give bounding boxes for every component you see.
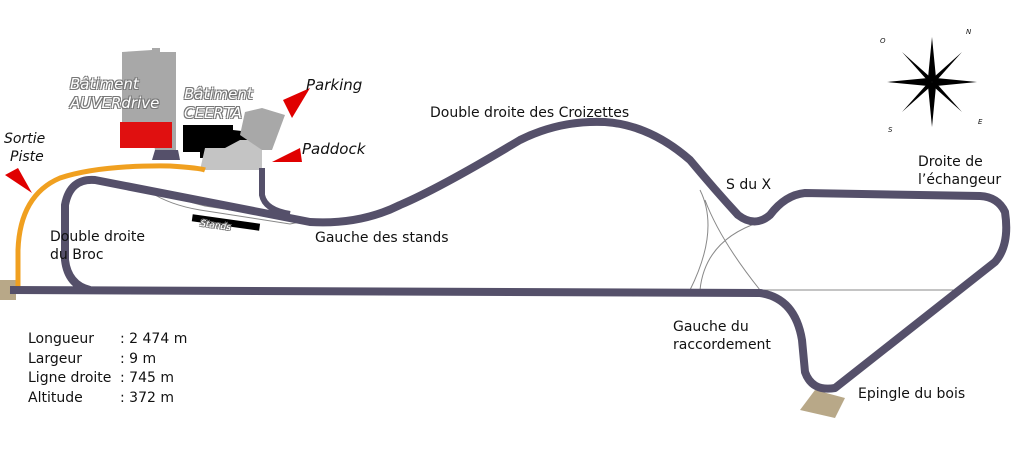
compass-south: S <box>888 126 893 134</box>
label-line: Sortie <box>4 131 46 147</box>
label-line: du Broc <box>50 247 104 263</box>
info-key: Altitude <box>28 389 83 406</box>
runoff-lane <box>15 163 206 290</box>
parking-area <box>240 108 285 150</box>
label-double-droite-croizettes: Double droite des Croizettes <box>430 105 630 121</box>
gravel-trap-epingle <box>800 390 845 418</box>
label-parking: Parking <box>306 76 363 94</box>
service-roads <box>689 189 761 291</box>
label-line: Double droite <box>50 229 145 245</box>
info-key: Largeur <box>28 350 83 367</box>
info-key: Longueur <box>28 331 94 347</box>
race-track <box>9 117 1011 393</box>
building-auverdrive <box>120 122 172 148</box>
compass-north: N <box>966 28 972 36</box>
building-access <box>152 150 180 160</box>
info-row-longueur: Longueur : 2 474 m <box>28 330 187 350</box>
paddock-area <box>200 140 262 170</box>
label-gauche-du-raccordement: Gauche du raccordement <box>673 318 771 354</box>
info-row-largeur: Largeur : 9 m <box>28 350 187 370</box>
label-line: Piste <box>10 149 44 165</box>
paddock-road <box>259 168 291 217</box>
label-batiment-ceerta: Bâtiment CEERTA <box>184 85 253 123</box>
label-line: Droite de <box>918 154 983 170</box>
compass-west: O <box>880 37 886 45</box>
label-paddock: Paddock <box>302 140 366 158</box>
label-gauche-des-stands: Gauche des stands <box>315 230 449 246</box>
label-line: AUVERdrive <box>70 94 160 112</box>
info-row-ligne-droite: Ligne droite : 745 m <box>28 369 187 389</box>
label-s-du-x: S du X <box>726 177 772 193</box>
circuit-info: Longueur : 2 474 m Largeur : 9 m Ligne dro… <box>28 330 187 408</box>
label-batiment-auverdrive: Bâtiment AUVERdrive <box>70 75 159 113</box>
label-double-droite-broc: Double droite du Broc <box>50 228 145 264</box>
info-value: : 372 m <box>120 389 174 406</box>
info-value: : 745 m <box>120 370 174 386</box>
info-value: : 2 474 m <box>120 331 188 347</box>
info-value: : 9 m <box>120 350 157 367</box>
parking-arrow <box>283 88 310 118</box>
building-ceerta <box>183 125 250 158</box>
label-line: raccordement <box>673 337 771 353</box>
gravel-trap-start <box>0 280 16 300</box>
stands-building <box>191 214 261 231</box>
label-droite-echangeur: Droite de l’échangeur <box>918 153 1001 189</box>
label-line: Bâtiment <box>184 85 253 103</box>
label-line: Bâtiment <box>70 75 139 93</box>
compass-east: E <box>978 118 983 126</box>
label-line: l’échangeur <box>918 172 1002 188</box>
label-epingle-du-bois: Epingle du bois <box>858 386 966 402</box>
label-sortie-piste: Sortie Piste <box>4 130 45 166</box>
info-row-altitude: Altitude : 372 m <box>28 389 187 409</box>
sortie-piste-arrow <box>5 168 32 193</box>
paddock-arrow <box>272 148 302 162</box>
compass-rose-icon <box>887 37 977 127</box>
label-line: CEERTA <box>184 104 242 122</box>
label-line: Gauche du <box>673 319 749 335</box>
info-key: Ligne droite <box>28 370 112 386</box>
